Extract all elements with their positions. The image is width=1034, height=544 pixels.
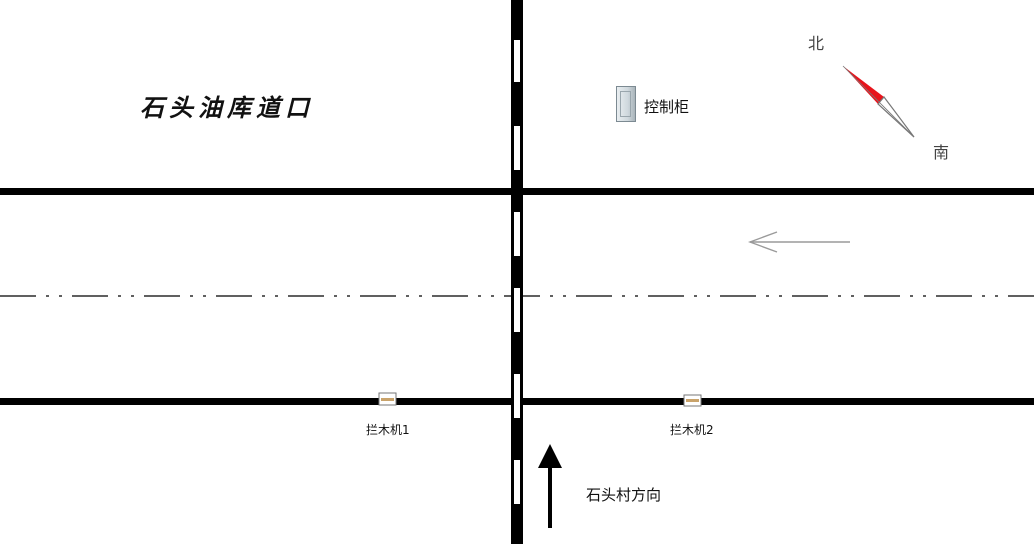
barrier-gate-icon <box>683 394 702 407</box>
road-edge-bottom-right <box>523 398 1034 405</box>
village-direction-label: 石头村方向 <box>586 486 662 504</box>
cabinet-label: 控制柜 <box>644 98 690 116</box>
compass-needle-icon <box>842 65 915 138</box>
road-edge-top-right <box>523 188 1034 195</box>
page-title: 石头油库道口 <box>140 93 314 122</box>
barrier-2-label: 拦木机2 <box>670 423 714 437</box>
barrier-gate-icon <box>378 392 397 406</box>
barrier-1-label: 拦木机1 <box>366 423 410 437</box>
road-edge-top-left <box>0 188 511 195</box>
compass-north-label: 北 <box>808 34 825 53</box>
control-cabinet-icon <box>616 86 636 122</box>
railway-track <box>511 0 523 544</box>
arrow-up-icon <box>538 444 562 528</box>
arrow-left-icon <box>747 231 850 253</box>
compass-south-label: 南 <box>933 143 950 162</box>
road-edge-bottom-left <box>0 398 511 405</box>
